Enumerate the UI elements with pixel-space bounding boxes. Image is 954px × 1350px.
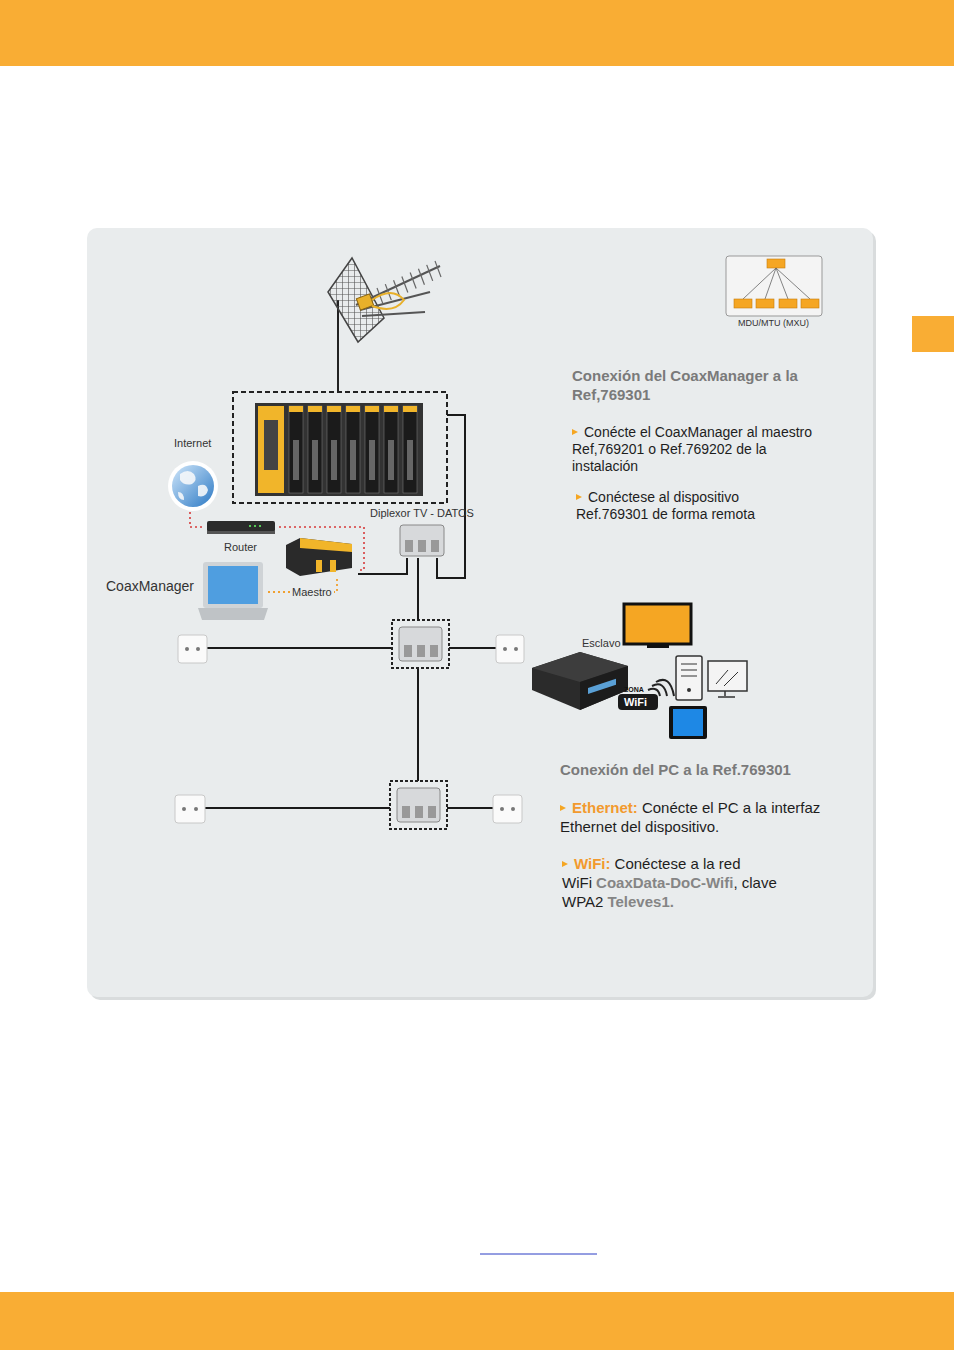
wifi-logo-text: WiFi: [624, 696, 647, 709]
panel: [87, 228, 873, 997]
device-label: Diplexor TV - DATOS: [370, 506, 474, 520]
monitor: [708, 661, 747, 697]
cable-connector: [358, 558, 407, 574]
bottom-bar: [0, 1292, 954, 1350]
zona-text: ZONA: [624, 685, 644, 694]
instruction-paragraph: Ethernet:Conécte el PC a la interfaz Eth…: [560, 798, 856, 836]
instruction-text: Conexión del CoaxManager a la Ref,769301: [572, 367, 798, 403]
mxu-label: MDU/MTU (MXU): [738, 318, 809, 329]
instruction-text: Ethernet:: [572, 799, 638, 816]
esclavo-node: Esclavo: [528, 650, 630, 712]
instruction-paragraph: Conéctese al dispositivo Ref.769301 de f…: [576, 489, 781, 523]
splitter-2: [390, 781, 447, 829]
instruction-paragraph: Conexión del CoaxManager a la Ref,769301: [572, 366, 812, 404]
socket-holes: [182, 647, 518, 811]
maestro-device: [286, 538, 352, 576]
headend-modules: [255, 403, 423, 496]
router: [207, 521, 275, 534]
device-label: CoaxManager: [106, 578, 194, 595]
coaxmanager-node: CoaxManager: [104, 560, 268, 622]
cable-connector: [190, 512, 203, 527]
instruction-text: CoaxData-DoC-Wifi: [596, 874, 733, 891]
instruction-text: Conéctese al dispositivo Ref.769301 de f…: [576, 489, 755, 522]
device-label: Esclavo: [582, 636, 621, 650]
pc-tower: [676, 656, 702, 700]
diplexer-node: Diplexor TV - DATOS: [396, 522, 448, 558]
mxu-diagram: [726, 256, 822, 316]
instruction-text: WiFi:: [574, 855, 611, 872]
top-bar: [0, 0, 954, 66]
antenna: [328, 258, 441, 392]
tv: [624, 604, 691, 648]
device-label: Router: [224, 540, 257, 554]
laptop: [198, 562, 268, 620]
wall-sockets: [175, 635, 524, 823]
instruction-text: Conexión del PC a la Ref.769301: [560, 761, 791, 778]
splitter-1: [392, 620, 449, 668]
instruction-paragraph: Conécte el CoaxManager al maestro Ref,76…: [572, 424, 817, 475]
wifi-logo: [618, 680, 674, 710]
instruction-paragraph: Conexión del PC a la Ref.769301: [560, 760, 860, 779]
instruction-paragraph: WiFi:Conéctese a la red WiFiCoaxData-DoC…: [562, 854, 818, 911]
instruction-text: Conécte el CoaxManager al maestro Ref,76…: [572, 424, 812, 474]
maestro-node: Maestro: [278, 535, 358, 577]
side-tab: [912, 316, 954, 352]
router-node: Router: [203, 518, 279, 554]
internet-globe: [168, 461, 218, 511]
diplexer: [400, 525, 444, 556]
instruction-text: Televes1.: [607, 893, 673, 910]
link-underline: [480, 1254, 597, 1255]
device-label: Internet: [174, 436, 211, 450]
headend-frame: [233, 392, 447, 503]
tablet: [669, 706, 707, 739]
internet-node: Internet: [162, 436, 224, 512]
cable-connector: [279, 527, 364, 570]
device-label: Maestro: [290, 585, 334, 599]
esclavo-device: [532, 652, 628, 710]
